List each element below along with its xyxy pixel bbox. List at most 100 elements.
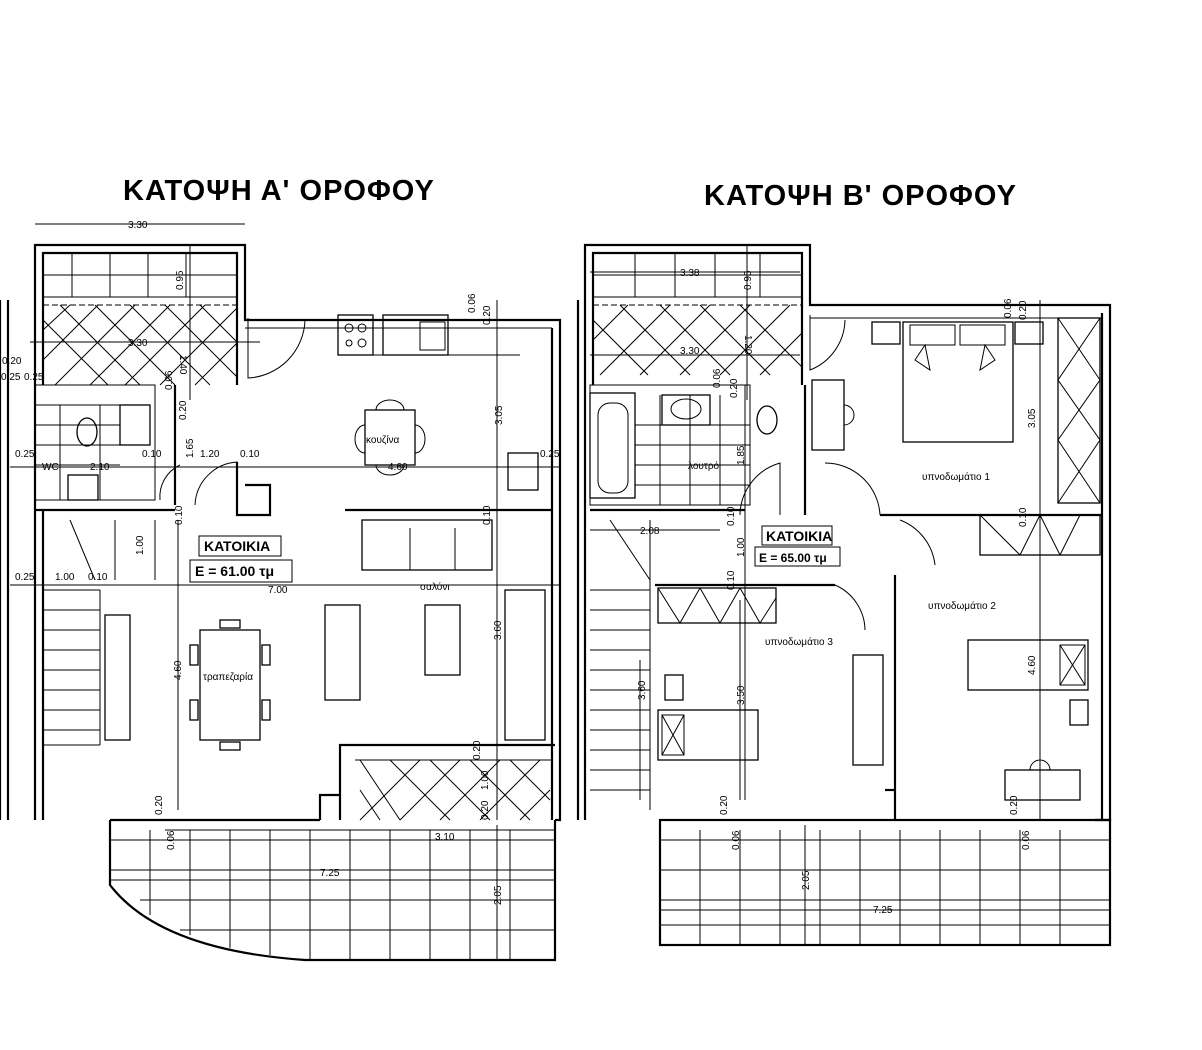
nightstand-icon <box>1014 321 1044 345</box>
sofa-icon <box>361 519 493 571</box>
room-label-dining: τραπεζαρία <box>203 671 253 683</box>
desk-icon <box>811 379 845 451</box>
dim-label: 0.10 <box>482 505 493 525</box>
washbasin-icon <box>661 394 711 426</box>
dim-label: 0.10 <box>1018 507 1029 527</box>
dim-label: 0.20 <box>729 378 740 398</box>
dim-label: 3.60 <box>637 680 648 700</box>
dim-label: 2.08 <box>640 526 660 537</box>
dim-label: 1.20 <box>742 335 753 355</box>
room-label-living: σαλόνι <box>420 581 450 593</box>
door-swing-icon <box>809 315 846 371</box>
dim-label: 0.25 <box>1 372 21 383</box>
dim-label: 7.00 <box>268 585 288 596</box>
unit-label-box <box>761 525 833 546</box>
room-label-bedroom-1: υπνοδωμάτιο 1 <box>922 471 990 483</box>
dim-label: 0.20 <box>2 356 22 367</box>
room-label-bath: λουτρό <box>688 460 720 472</box>
door-swing-icon <box>247 318 306 379</box>
fridge-icon <box>507 452 539 491</box>
second-floor-dimensions: 3.38 0.95 3.30 1.20 0.06 0.20 0.06 0.20 … <box>637 268 1038 916</box>
room-label-kitchen: κουζίνα <box>366 434 400 446</box>
bathtub-icon <box>589 392 636 499</box>
dim-label: 4.60 <box>1027 655 1038 675</box>
door-swing-icon <box>194 461 238 506</box>
dim-label: 3.10 <box>435 832 455 843</box>
room-label-bedroom-3: υπνοδωμάτιο 3 <box>765 636 833 648</box>
dim-label: 3.60 <box>493 620 504 640</box>
double-bed-icon <box>902 321 1014 443</box>
dim-label: 1.65 <box>185 438 196 458</box>
dining-table-icon <box>199 629 261 741</box>
dim-label: 4.60 <box>173 660 184 680</box>
area-label-box <box>189 559 293 583</box>
door-swing-icon <box>899 519 936 566</box>
nightstand-icon <box>1069 699 1089 726</box>
area-label: E = 61.00 τμ <box>195 563 274 579</box>
door-swing-icon <box>739 462 781 516</box>
dim-label: 1.85 <box>736 445 747 465</box>
dim-label: 0.20 <box>154 795 165 815</box>
dim-label: 0.95 <box>175 270 186 290</box>
room-label-wc: WC <box>42 462 59 473</box>
dim-label: 0.95 <box>743 270 754 290</box>
dim-label: 1.00 <box>135 535 146 555</box>
nightstand-icon <box>664 674 684 701</box>
dim-label: 0.20 <box>719 795 730 815</box>
dim-label: 0.20 <box>472 740 483 760</box>
second-floor-title: ΚΑΤΟΨΗ Β' ΟΡΟΦΟΥ <box>704 180 1017 212</box>
dim-label: 0.06 <box>731 830 742 850</box>
cabinet-icon <box>119 404 151 446</box>
dim-label: 0.06 <box>1003 298 1014 318</box>
armchair-icon <box>324 604 361 701</box>
first-floor-title: ΚΑΤΟΨΗ Α' ΟΡΟΦΟΥ <box>123 175 435 207</box>
door-swing-icon <box>159 464 181 501</box>
single-bed-icon <box>967 639 1089 691</box>
dim-label: 0.20 <box>178 400 189 420</box>
dim-label: 3.38 <box>680 268 700 279</box>
single-bed-icon <box>657 709 759 761</box>
dim-label: 3.05 <box>1027 408 1038 428</box>
first-floor-plan <box>0 223 562 962</box>
dim-label: 2.05 <box>493 885 504 905</box>
dim-label: 0.25 <box>24 372 44 383</box>
dim-label: 0.25 <box>15 449 35 460</box>
unit-label-box <box>198 535 282 557</box>
dim-label: 7.25 <box>320 868 340 879</box>
area-label: E = 65.00 τμ <box>759 551 827 565</box>
dim-label: 3.05 <box>494 405 505 425</box>
dim-label: 0.06 <box>712 368 723 388</box>
dim-label: 2.10 <box>90 462 110 473</box>
dim-label: 3.30 <box>128 338 148 349</box>
unit-label: ΚΑΤΟΙΚΙΑ <box>766 528 832 544</box>
dim-label: 0.10 <box>726 506 737 526</box>
coffee-table-icon <box>424 604 461 676</box>
desk-icon <box>1004 769 1081 801</box>
dim-label: 0.10 <box>142 449 162 460</box>
wardrobe-icon <box>1057 317 1101 504</box>
dim-label: 0.20 <box>1009 795 1020 815</box>
tv-unit-icon <box>504 589 546 741</box>
dim-label: 0.25 <box>540 449 560 460</box>
dim-label: 0.20 <box>482 305 493 325</box>
dim-label: 1.20 <box>200 449 220 460</box>
first-floor-dimensions: 3.30 0.95 3.30 1.40 0.06 0.20 0.20 0.25 … <box>1 220 560 905</box>
wardrobe-icon <box>657 587 777 624</box>
kitchen-table-icon <box>364 409 416 466</box>
toilet-icon <box>76 417 98 447</box>
dim-label: 0.10 <box>726 570 737 590</box>
dim-label: 0.10 <box>174 505 185 525</box>
unit-label: ΚΑΤΟΙΚΙΑ <box>204 538 270 554</box>
dim-label: 1.00 <box>55 572 75 583</box>
toilet-icon <box>756 405 778 435</box>
second-floor-plan <box>576 243 1112 947</box>
dim-label: 0.06 <box>467 293 478 313</box>
dim-label: 0.25 <box>15 572 35 583</box>
dim-label: 0.20 <box>480 800 491 820</box>
dim-label: 0.10 <box>240 449 260 460</box>
dim-label: 1.00 <box>736 537 747 557</box>
dim-label: 2.05 <box>801 870 812 890</box>
dim-label: 0.06 <box>166 830 177 850</box>
dim-label: 1.00 <box>480 770 491 790</box>
